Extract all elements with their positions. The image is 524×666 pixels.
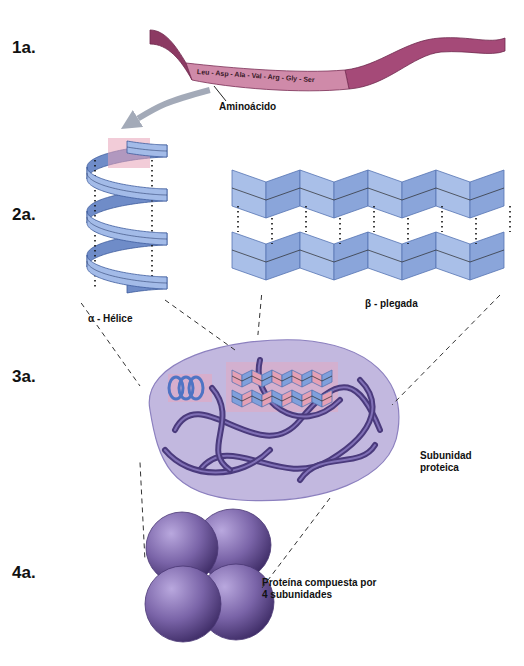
quaternary-protein: Proteína compuesta por 4 subunidades (145, 505, 270, 645)
chain-ribbon (212, 388, 230, 470)
level-number: 3a. (12, 367, 36, 387)
structure-label: Subunidad proteica (420, 450, 500, 473)
part-label: Aminoácido (219, 101, 276, 113)
protein-subunit-shape (140, 335, 402, 505)
chain-ribbon (259, 360, 340, 417)
sequence-ribbon-shape (145, 28, 505, 90)
mini-sheet-backbone (232, 396, 332, 401)
hydrogen-bond (509, 206, 511, 232)
hydrogen-bond (373, 206, 375, 232)
chain-ribbon-edge (212, 388, 230, 470)
hydrogen-bond (441, 206, 443, 232)
hydrogen-bond (475, 218, 477, 244)
quaternary-protein-drawing (145, 509, 274, 642)
chain-ribbon (200, 380, 372, 470)
ribbon-back (150, 30, 192, 80)
sheet-strand-backbone (232, 188, 504, 200)
helix-backbone (87, 261, 167, 283)
helix-front (127, 141, 167, 157)
beta-sheet-drawing (232, 170, 510, 280)
mini-helix (189, 377, 203, 399)
zoom-line (165, 300, 235, 350)
hydrogen-bond (151, 160, 153, 282)
hydrogen-bond (339, 218, 341, 244)
zoom-line (262, 498, 330, 588)
beta-sheet: β - plegada (228, 165, 508, 295)
hydrogen-bond (407, 218, 409, 244)
level-number: 2a. (12, 205, 36, 225)
ribbon-right (345, 38, 505, 89)
alpha-helix-shape (70, 128, 182, 303)
process-arrow (138, 90, 210, 119)
zoom-line (258, 295, 262, 335)
sheet-strand-backbone (232, 250, 504, 262)
protein-subunit: Subunidad proteica (140, 335, 402, 505)
zoom-line (140, 463, 145, 562)
helix-highlight (168, 374, 212, 402)
helix-front (87, 255, 167, 289)
helix-backbone (87, 217, 167, 239)
chain-ribbon-edge (300, 445, 375, 480)
hydrogen-bond (271, 218, 273, 244)
structure-label: α - Hélice (88, 313, 188, 325)
structure-label: Proteína compuesta por 4 subunidades (262, 577, 380, 600)
protein-subunit-drawing (149, 340, 399, 501)
zoom-line (392, 295, 500, 405)
hydrogen-bond (237, 206, 239, 232)
mini-sheet-backbone (232, 376, 332, 381)
chain-ribbon (175, 387, 380, 436)
helix-backbone (127, 147, 167, 151)
hydrogen-bond (305, 206, 307, 232)
helix-front (87, 211, 167, 245)
subunit-blob (149, 340, 399, 501)
subunit-lobe (145, 566, 221, 642)
alpha-helix-drawing (87, 138, 167, 293)
sheet-highlight (226, 362, 338, 412)
chain-ribbon-edge (175, 387, 380, 436)
helix-backbone (87, 173, 167, 195)
sequence-ribbon-drawing (150, 30, 505, 91)
sequence-ribbon: Leu - Asp - Ala - Val - Arg - Gly - Ser (145, 28, 505, 90)
leader-line (214, 86, 226, 101)
alpha-helix: α - Hélice (70, 128, 182, 303)
chain-ribbon-edge (200, 380, 372, 470)
helix-front (87, 167, 167, 201)
level-number: 1a. (12, 38, 36, 58)
chain-ribbon-edge (259, 360, 340, 417)
structure-label: β - plegada (365, 298, 465, 310)
chain-ribbon (300, 445, 375, 480)
quaternary-protein-shape (145, 505, 270, 645)
beta-sheet-shape (228, 165, 508, 295)
level-number: 4a. (12, 563, 36, 583)
